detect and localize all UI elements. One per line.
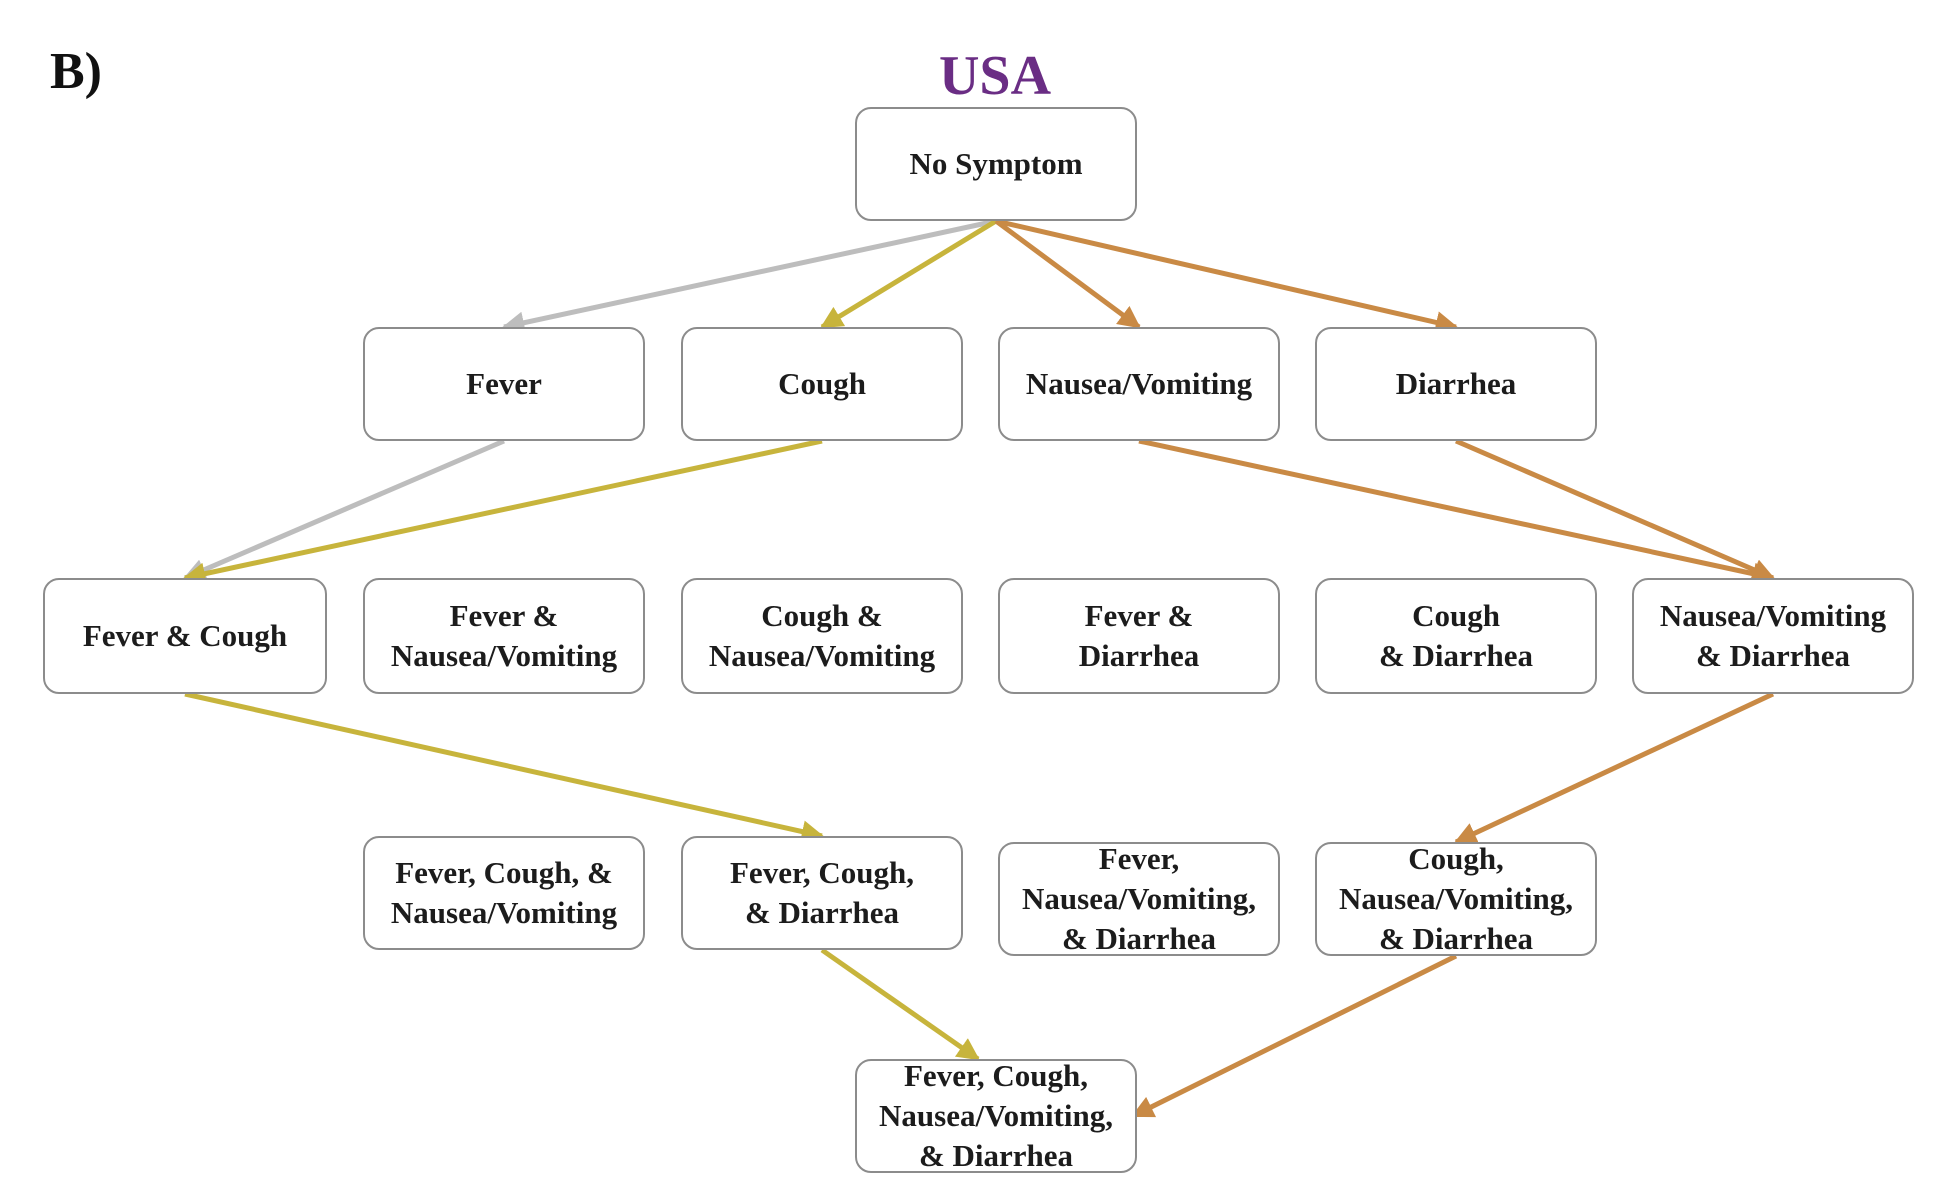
edge-no_symptom-to-cough — [820, 218, 998, 330]
edge-no_symptom-to-nausea — [994, 218, 1141, 330]
node-diarrhea: Diarrhea — [1315, 327, 1597, 441]
node-nausea-vomiting: Nausea/Vomiting — [998, 327, 1280, 441]
node-fever-nausea-vomiting: Fever & Nausea/Vomiting — [363, 578, 645, 694]
edge-cough_nausea_diarrhea-to-all — [1130, 953, 1458, 1119]
node-fever-cough-nausea-vomiting: Fever, Cough, & Nausea/Vomiting — [363, 836, 645, 950]
edge-cough-to-fever_cough — [182, 438, 823, 585]
edge-diarrhea-to-nausea_diarrhea — [1455, 438, 1776, 581]
edge-fever-to-fever_cough — [182, 438, 505, 581]
edge-no_symptom-to-fever — [501, 218, 997, 334]
node-no-symptom: No Symptom — [855, 107, 1137, 221]
node-all-symptoms: Fever, Cough, Nausea/Vomiting, & Diarrhe… — [855, 1058, 1137, 1173]
edge-nausea-to-nausea_diarrhea — [1138, 438, 1776, 585]
node-fever: Fever — [363, 327, 645, 441]
node-fever-cough: Fever & Cough — [43, 578, 327, 694]
node-cough: Cough — [681, 327, 963, 441]
node-fever-nausea-vomiting-diarrhea: Fever, Nausea/Vomiting, & Diarrhea — [998, 841, 1280, 956]
node-fever-cough-diarrhea: Fever, Cough, & Diarrhea — [681, 836, 963, 950]
diagram-title: USA — [938, 45, 1052, 107]
edge-fever_cough_diarrhea-to-all — [820, 947, 980, 1062]
node-cough-diarrhea: Cough & Diarrhea — [1315, 578, 1597, 694]
edge-no_symptom-to-diarrhea — [995, 218, 1459, 334]
node-cough-nausea-vomiting: Cough & Nausea/Vomiting — [681, 578, 963, 694]
node-nausea-vomiting-diarrhea: Nausea/Vomiting & Diarrhea — [1632, 578, 1914, 694]
node-fever-diarrhea: Fever & Diarrhea — [998, 578, 1280, 694]
edge-fever_cough-to-fever_cough_diarrhea — [184, 691, 825, 843]
node-cough-nausea-vomiting-diarrhea: Cough, Nausea/Vomiting, & Diarrhea — [1315, 841, 1597, 956]
panel-label: B) — [50, 43, 102, 100]
edge-nausea_diarrhea-to-cough_nausea_diarrhea — [1453, 691, 1775, 845]
